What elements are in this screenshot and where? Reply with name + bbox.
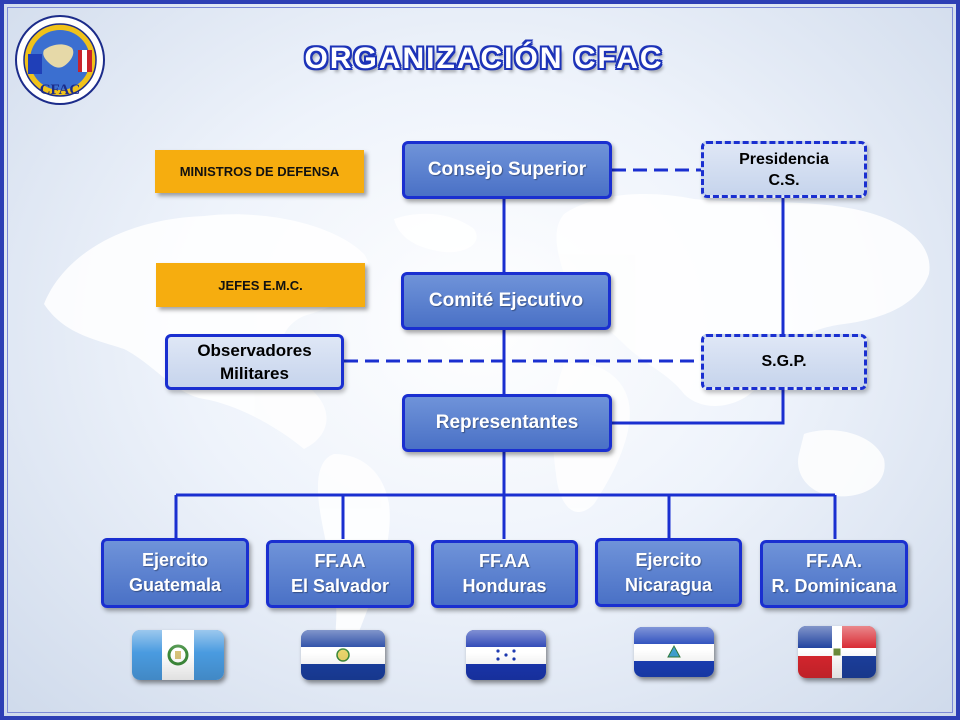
nicaragua-flag-icon xyxy=(634,627,714,677)
observadores-militares-node[interactable]: Observadores Militares xyxy=(165,334,344,390)
sgp-label: S.G.P. xyxy=(761,353,807,370)
cfac-logo: CFAC xyxy=(15,15,105,105)
observadores-label-line1: Observadores xyxy=(197,341,312,360)
member-label-line1: Ejercito xyxy=(141,550,209,570)
member-node-nicaragua[interactable]: Ejercito Nicaragua xyxy=(595,538,742,607)
consejo-superior-label: Consejo Superior xyxy=(427,159,587,180)
member-node-honduras[interactable]: FF.AA Honduras xyxy=(431,540,578,608)
jefes-emc-label: JEFES E.M.C. xyxy=(156,263,365,307)
member-node-dominican-republic[interactable]: FF.AA. R. Dominicana xyxy=(760,540,908,608)
honduras-flag-icon xyxy=(466,630,546,680)
consejo-superior-node[interactable]: Consejo Superior xyxy=(402,141,612,199)
presidencia-label-line1: Presidencia xyxy=(739,150,829,168)
guatemala-flag-icon xyxy=(132,630,224,680)
presidencia-cs-node[interactable]: Presidencia C.S. xyxy=(701,141,867,198)
comite-ejecutivo-node[interactable]: Comité Ejecutivo xyxy=(401,272,611,330)
dominican-republic-flag-icon xyxy=(798,626,876,678)
representantes-label: Representantes xyxy=(435,412,579,433)
page-title: ORGANIZACIÓN CFAC xyxy=(304,42,664,75)
member-label-line2: Nicaragua xyxy=(624,574,713,595)
org-chart-connectors xyxy=(174,168,837,539)
member-label-line1: FF.AA xyxy=(479,551,530,571)
member-label-line2: R. Dominicana xyxy=(771,576,897,596)
member-label-line1: FF.AA. xyxy=(806,551,862,571)
representantes-node[interactable]: Representantes xyxy=(402,394,612,452)
member-node-guatemala[interactable]: Ejercito Guatemala xyxy=(101,538,249,608)
member-label-line1: FF.AA xyxy=(314,551,366,571)
member-label-line2: Honduras xyxy=(462,576,547,596)
el-salvador-flag-icon xyxy=(301,630,385,680)
member-label-line2: Guatemala xyxy=(128,575,222,595)
member-label-line2: El Salvador xyxy=(290,576,390,596)
comite-ejecutivo-label: Comité Ejecutivo xyxy=(428,290,584,311)
sgp-node[interactable]: S.G.P. xyxy=(701,334,867,390)
connector-sgp-representantes xyxy=(612,390,785,425)
member-label-line1: Ejercito xyxy=(635,549,702,570)
logo-lettering: CFAC xyxy=(40,82,81,98)
observadores-label-line2: Militares xyxy=(220,364,289,383)
member-node-el-salvador[interactable]: FF.AA El Salvador xyxy=(266,540,414,608)
presidencia-label-line2: C.S. xyxy=(768,171,800,189)
ministros-defensa-label: MINISTROS DE DEFENSA xyxy=(155,150,364,193)
